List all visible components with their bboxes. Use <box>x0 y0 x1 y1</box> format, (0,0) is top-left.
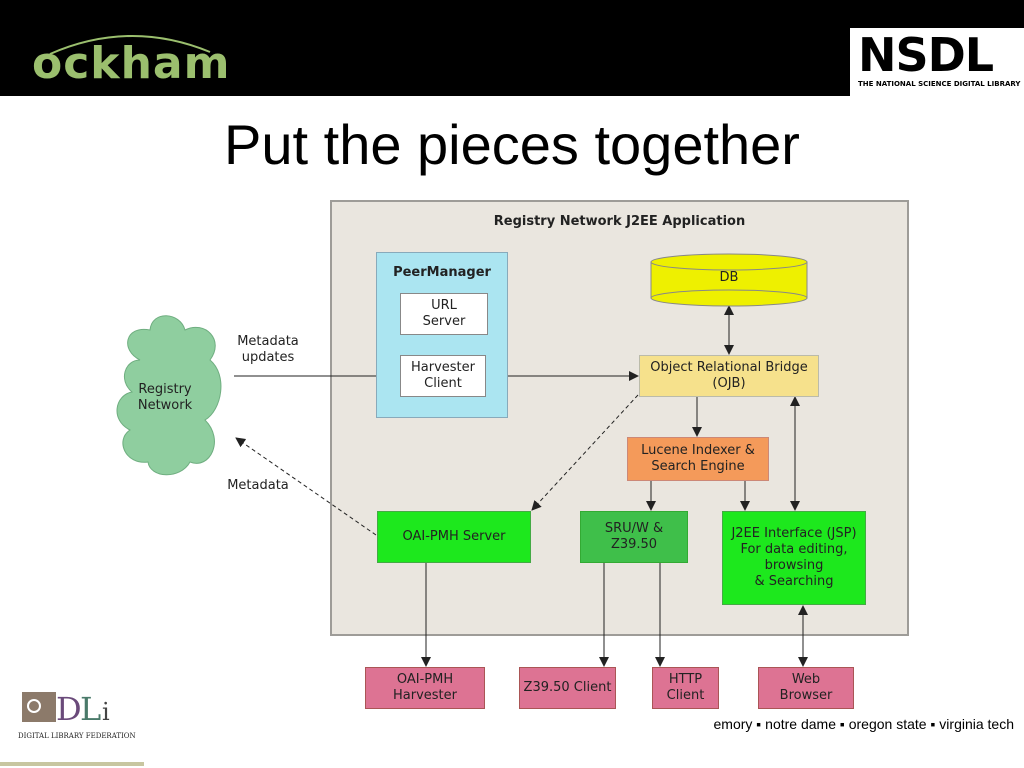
lucene-line1: Lucene Indexer & <box>641 443 755 458</box>
oai-pmh-harvester-box: OAI-PMH Harvester <box>365 667 485 709</box>
url-server-line2: Server <box>422 314 466 329</box>
url-server-line1: URL <box>431 298 457 313</box>
web-browser-box: Web Browser <box>758 667 854 709</box>
db-label: DB <box>719 270 739 285</box>
j2ee-line2: For data editing, <box>740 542 848 557</box>
ojb-line2: (OJB) <box>712 376 746 391</box>
app-title: Registry Network J2EE Application <box>493 214 746 229</box>
svg-text:i: i <box>102 698 110 726</box>
j2ee-interface-box: J2EE Interface (JSP) For data editing, b… <box>722 511 866 605</box>
metadata-updates-label-line2: updates <box>241 350 295 365</box>
http-client-line2: Client <box>666 688 705 703</box>
oai-pmh-harvester-line1: OAI-PMH <box>396 672 454 687</box>
peer-manager-title: PeerManager <box>393 265 491 280</box>
lucene-line2: Search Engine <box>651 459 745 474</box>
cloud-label-line2: Network <box>137 398 193 413</box>
nsdl-logo: NSDL <box>858 28 994 82</box>
oai-pmh-server-label: OAI-PMH Server <box>402 529 506 544</box>
harvester-client-box: Harvester Client <box>400 355 486 397</box>
metadata-label: Metadata <box>227 478 289 493</box>
oai-pmh-harvester-line2: Harvester <box>393 688 457 703</box>
ockham-arc-icon <box>49 35 211 55</box>
web-browser-line1: Web <box>791 672 821 687</box>
oai-pmh-server-box: OAI-PMH Server <box>377 511 531 563</box>
lucene-box: Lucene Indexer & Search Engine <box>627 437 769 481</box>
metadata-updates-label-line1: Metadata <box>237 334 299 349</box>
svg-text:D: D <box>56 690 82 728</box>
harvester-client-line1: Harvester <box>411 360 475 375</box>
nsdl-logo-subtitle: THE NATIONAL SCIENCE DIGITAL LIBRARY <box>858 80 1021 88</box>
sru-line1: SRU/W & <box>604 521 664 536</box>
svg-text:L: L <box>80 690 101 728</box>
cloud-label-line1: Registry <box>138 382 192 397</box>
dlf-logo-icon: D L i <box>22 690 110 728</box>
ockham-logo: ockham <box>32 38 231 89</box>
j2ee-line4: & Searching <box>754 574 834 589</box>
footer-divider <box>0 762 144 766</box>
z3950-client-box: Z39.50 Client <box>519 667 616 709</box>
sru-box: SRU/W & Z39.50 <box>580 511 688 563</box>
ojb-line1: Object Relational Bridge <box>650 360 808 375</box>
slide-title: Put the pieces together <box>224 113 800 176</box>
ojb-box: Object Relational Bridge (OJB) <box>639 355 819 397</box>
nsdl-logo-background <box>850 28 1024 96</box>
j2ee-line1: J2EE Interface (JSP) <box>731 526 857 541</box>
http-client-box: HTTP Client <box>652 667 719 709</box>
db-cylinder-icon <box>650 253 808 307</box>
registry-network-cloud-icon <box>116 315 222 476</box>
z3950-client-label: Z39.50 Client <box>523 680 612 695</box>
footer-institutions: emory ▪ notre dame ▪ oregon state ▪ virg… <box>713 716 1014 732</box>
harvester-client-line2: Client <box>424 376 462 391</box>
web-browser-line2: Browser <box>779 688 833 703</box>
dlf-logo-subtitle: DIGITAL LIBRARY FEDERATION <box>18 732 136 740</box>
http-client-line1: HTTP <box>668 672 703 687</box>
url-server-box: URL Server <box>400 293 488 335</box>
sru-line2: Z39.50 <box>610 537 658 552</box>
j2ee-line3: browsing <box>764 558 824 573</box>
